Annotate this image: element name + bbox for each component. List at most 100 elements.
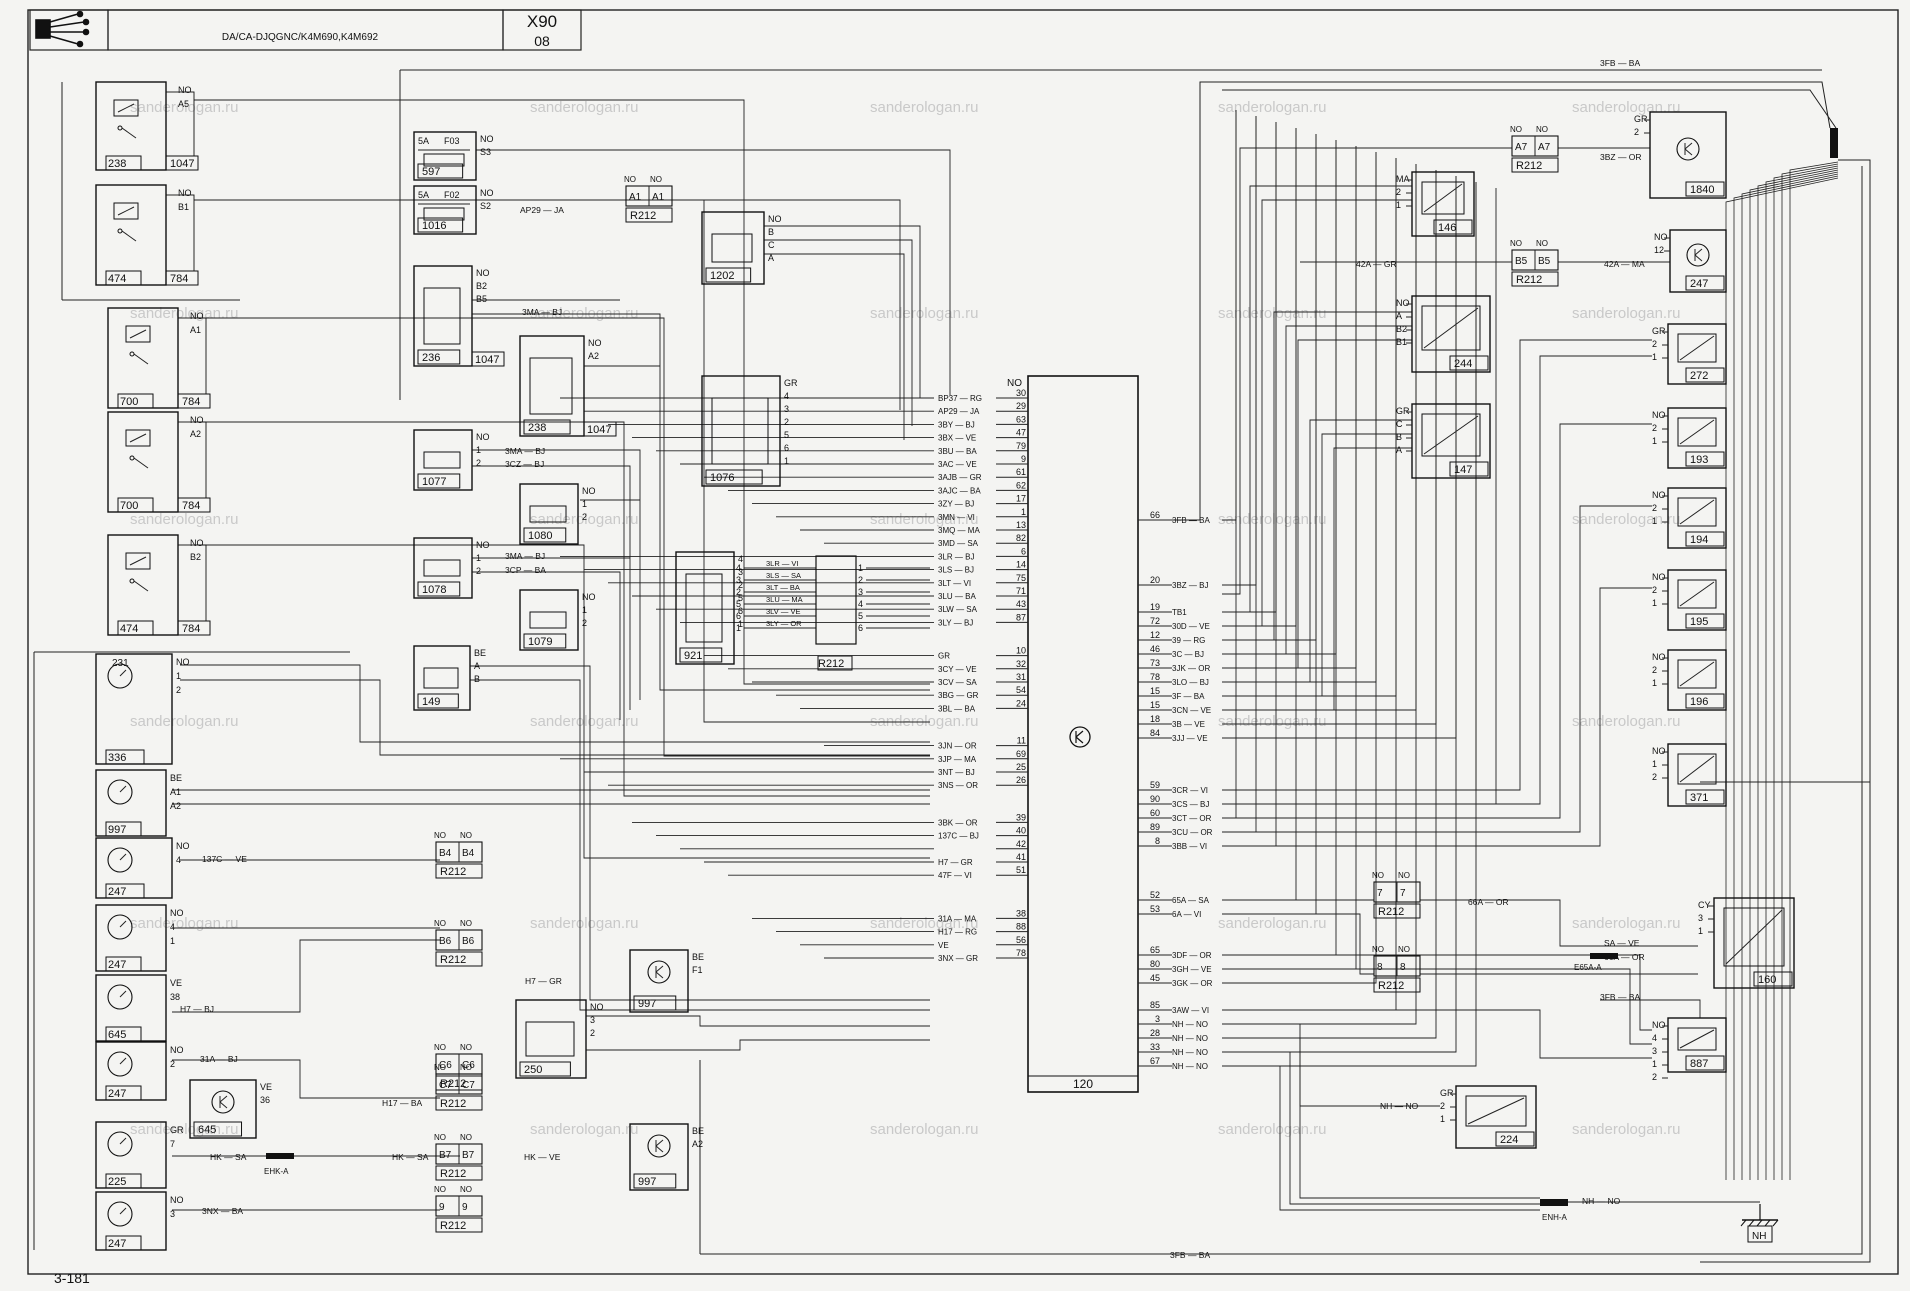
ecu-pin-left-42[interactable]: 42 [996,839,1028,850]
ecu-120[interactable]: 120 NO [1007,375,1139,1093]
